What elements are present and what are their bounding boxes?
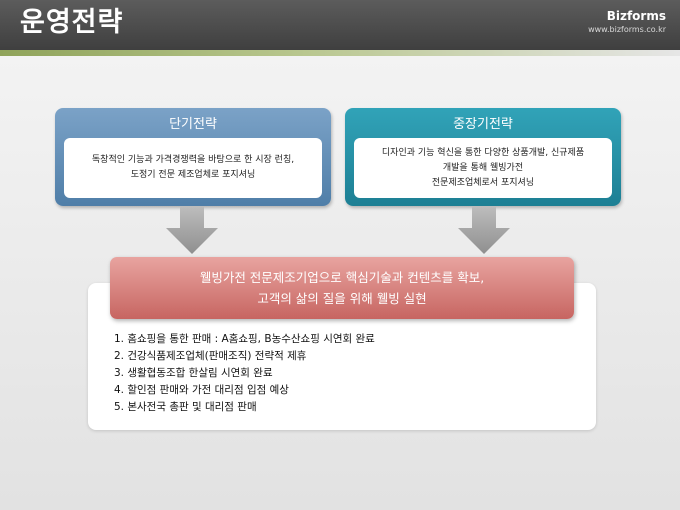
- arrow-down-icon: [166, 206, 218, 254]
- brand-url: www.bizforms.co.kr: [588, 25, 666, 34]
- goal-banner: 웰빙가전 전문제조기업으로 핵심기술과 컨텐츠를 확보, 고객의 삶의 질을 위…: [110, 257, 574, 319]
- list-item: 3. 생활협동조합 한살림 시연회 완료: [114, 367, 273, 379]
- header-bar: 운영전략 Bizforms www.bizforms.co.kr: [0, 0, 680, 50]
- short-term-strategy-title: 단기전략: [169, 117, 217, 132]
- list-item: 4. 할인점 판매와 가전 대리점 입점 예상: [114, 384, 289, 396]
- list-item: 5. 본사전국 총판 및 대리점 판매: [114, 401, 257, 413]
- brand: Bizforms www.bizforms.co.kr: [588, 8, 666, 36]
- goal-line-2: 고객의 삶의 질을 위해 웰빙 실현: [257, 291, 427, 306]
- mid-long-term-strategy-title: 중장기전략: [453, 117, 513, 132]
- list-item: 1. 홈쇼핑을 통한 판매 : A홈쇼핑, B농수산쇼핑 시연회 완료: [114, 333, 375, 345]
- short-term-strategy-box: 단기전략 독창적인 기능과 가격경쟁력을 바탕으로 한 시장 런칭, 도정기 전…: [55, 108, 331, 206]
- header-accent-stripe: [0, 50, 680, 56]
- page-title: 운영전략: [20, 7, 124, 38]
- brand-name: Bizforms: [606, 9, 666, 23]
- list-item: 2. 건강식품제조업체(판매조직) 전략적 제휴: [114, 350, 307, 362]
- mid-long-term-strategy-text: 디자인과 기능 혁신을 통한 다양한 상품개발, 신규제품 개발을 통해 웰빙가…: [381, 147, 585, 188]
- arrow-down-icon: [458, 206, 510, 254]
- short-term-strategy-body: 독창적인 기능과 가격경쟁력을 바탕으로 한 시장 런칭, 도정기 전문 제조업…: [64, 138, 322, 198]
- goal-line-1: 웰빙가전 전문제조기업으로 핵심기술과 컨텐츠를 확보,: [199, 270, 485, 285]
- short-term-strategy-text: 독창적인 기능과 가격경쟁력을 바탕으로 한 시장 런칭, 도정기 전문 제조업…: [91, 155, 295, 180]
- action-list: 1. 홈쇼핑을 통한 판매 : A홈쇼핑, B농수산쇼핑 시연회 완료 2. 건…: [114, 331, 375, 416]
- mid-long-term-strategy-body: 디자인과 기능 혁신을 통한 다양한 상품개발, 신규제품 개발을 통해 웰빙가…: [354, 138, 612, 198]
- mid-long-term-strategy-box: 중장기전략 디자인과 기능 혁신을 통한 다양한 상품개발, 신규제품 개발을 …: [345, 108, 621, 206]
